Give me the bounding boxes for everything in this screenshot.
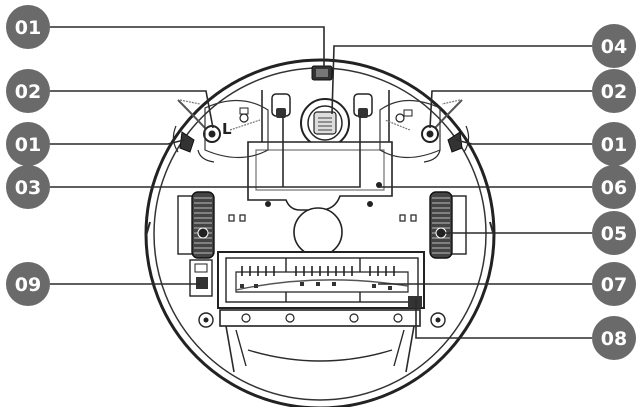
right-edge-sensor [447,125,470,153]
callout-right-02: 02 [592,69,636,113]
callout-left-09: 09 [6,262,50,306]
right-brush-well [379,99,441,159]
callout-label: 09 [15,274,41,296]
callout-label: 05 [601,223,627,245]
callout-label: 01 [15,134,41,156]
right-drive-wheel [429,191,467,259]
cliff-sensor-left [271,93,291,118]
callout-label: 01 [15,17,41,39]
callout-right-07: 07 [592,262,636,306]
callout-label: 01 [601,134,627,156]
callout-left-03: 03 [6,165,50,209]
callout-label: 03 [15,177,41,199]
callout-right-04: 04 [592,24,636,68]
callout-left-01-bottom: 01 [6,122,50,166]
callout-right-08: 08 [592,316,636,360]
callout-label: 04 [601,36,627,58]
callout-label: 02 [601,81,627,103]
center-opening [293,207,343,257]
left-drive-wheel [177,191,215,259]
power-switch [189,259,213,297]
vent-marks [228,214,417,222]
callout-right-05: 05 [592,211,636,255]
callout-label: 07 [601,274,627,296]
left-edge-sensor [172,125,195,153]
cliff-sensor-right [353,93,373,118]
bottom-screws [198,312,446,328]
callout-right-01: 01 [592,122,636,166]
callout-label: 06 [601,177,627,199]
leader-lines [50,26,592,339]
brush-guard [219,309,421,373]
left-side-marker: L [222,120,232,138]
front-cliff-sensor [311,65,333,81]
main-roller-brush [235,266,422,308]
callout-left-01-top: 01 [6,5,50,49]
left-brush-well: L [204,99,269,159]
callout-label: 02 [15,81,41,103]
callout-label: 08 [601,328,627,350]
callout-right-06: 06 [592,165,636,209]
front-caster-wheel [300,98,350,148]
callout-left-02: 02 [6,69,50,113]
